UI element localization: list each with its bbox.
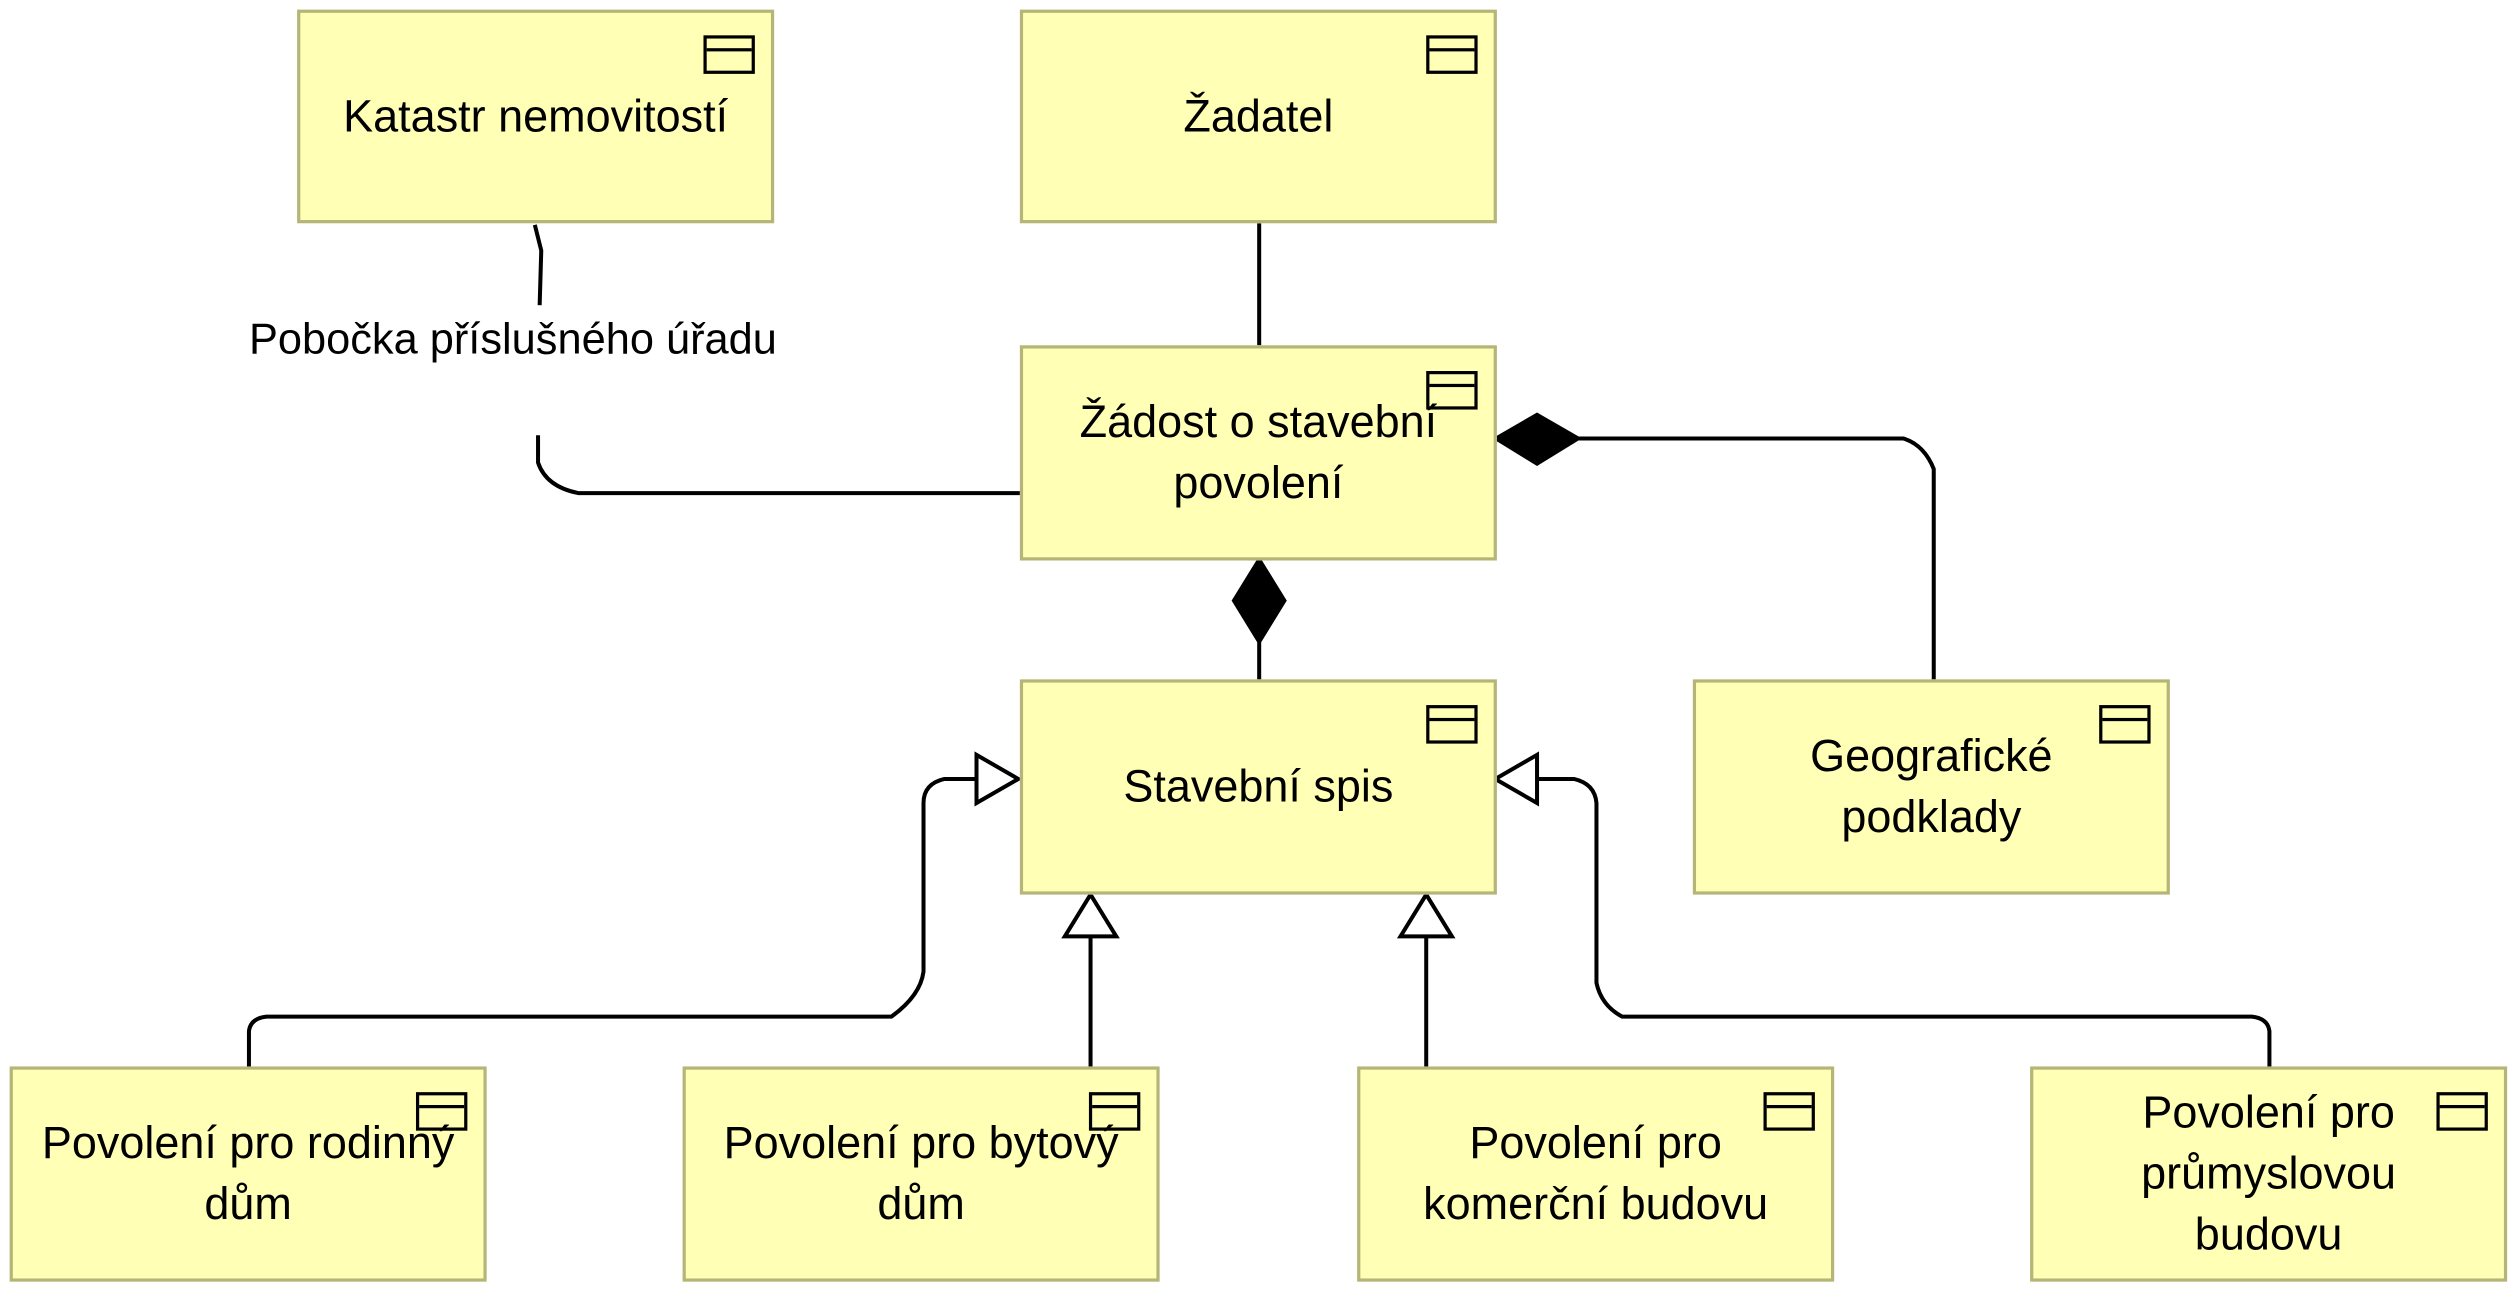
business-object-icon: [2099, 705, 2151, 744]
generalization-arrow-rodinny: [974, 751, 1023, 807]
connector-katastr-zadost-lower: [536, 435, 1022, 496]
box-povoleni-rodinny-dum[interactable]: Povolení pro rodinný dům: [9, 1066, 487, 1282]
business-object-icon: [703, 35, 755, 74]
business-object-icon: [1426, 371, 1478, 410]
box-label: Povolení pro komerční budovu: [1423, 1117, 1769, 1229]
box-geograficke-podklady[interactable]: Geografické podklady: [1692, 679, 2170, 895]
box-zadatel[interactable]: Žadatel: [1019, 9, 1497, 224]
box-povoleni-bytovy-dum[interactable]: Povolení pro bytový dům: [682, 1066, 1160, 1282]
business-object-icon: [1763, 1092, 1815, 1131]
box-stavebni-spis[interactable]: Stavební spis: [1019, 679, 1497, 895]
box-label: Katastr nemovitostí: [343, 90, 729, 141]
box-povoleni-prumyslovou-budovu[interactable]: Povolení pro průmyslovou budovu: [2030, 1066, 2508, 1282]
connector-rodinny-spis: [246, 776, 977, 1067]
business-object-icon: [415, 1092, 468, 1131]
connector-prumyslovou-spis: [1537, 776, 2272, 1067]
connector-zadost-geograficke: [1578, 436, 1936, 680]
box-povoleni-komercni-budovu[interactable]: Povolení pro komerční budovu: [1357, 1066, 1835, 1282]
business-object-icon: [1426, 705, 1478, 744]
box-label: Geografické podklady: [1810, 730, 2053, 842]
business-object-icon: [2436, 1092, 2488, 1131]
composition-diamond-geograficke: [1492, 412, 1582, 467]
generalization-arrow-bytovy: [1061, 890, 1120, 939]
business-object-icon: [1088, 1092, 1141, 1131]
box-zadost-o-stavebni-povoleni[interactable]: Žádost o stavební povolení: [1019, 345, 1497, 561]
box-label: Stavební spis: [1123, 761, 1394, 812]
box-label: Povolení pro rodinný dům: [41, 1117, 455, 1229]
box-label: Povolení pro bytový dům: [723, 1117, 1119, 1229]
business-object-icon: [1426, 35, 1478, 74]
connector-label-pobocka: Pobočka příslušného úřadu: [248, 314, 777, 363]
connector-katastr-zadost: [532, 224, 544, 306]
box-label: Žadatel: [1183, 90, 1334, 141]
box-katastr-nemovitosti[interactable]: Katastr nemovitostí: [297, 9, 775, 224]
box-label: Žádost o stavební povolení: [1079, 396, 1438, 508]
box-label: Povolení pro průmyslovou budovu: [2141, 1087, 2397, 1260]
generalization-arrow-prumyslovou: [1491, 751, 1540, 807]
composition-diamond-spis: [1231, 555, 1287, 646]
generalization-arrow-komercni: [1396, 890, 1456, 939]
